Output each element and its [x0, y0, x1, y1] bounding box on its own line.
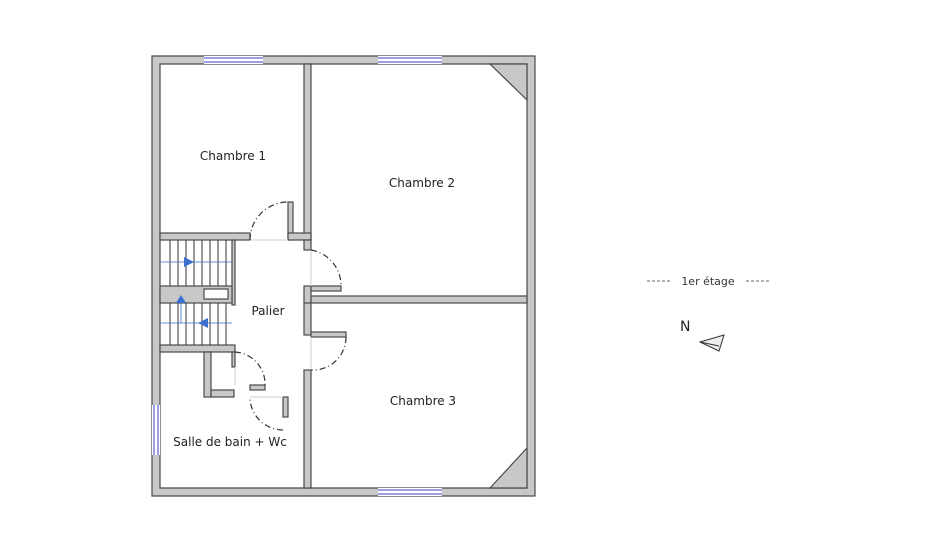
- door-swings: [234, 201, 347, 431]
- stair-arrow-icon: [184, 257, 194, 267]
- corner-duct-bottom: [488, 446, 528, 489]
- outer-walls: [151, 55, 536, 497]
- floor-label: 1er étage: [681, 275, 735, 288]
- north-arrow-icon: [698, 334, 725, 352]
- windows: [152, 56, 442, 496]
- stair-arrow-icon: [176, 295, 186, 303]
- room-label-chambre-2: Chambre 2: [389, 176, 455, 190]
- stair-arrow-icon: [198, 318, 208, 328]
- room-label-chambre-1: Chambre 1: [200, 149, 266, 163]
- door-thresholds: [234, 239, 312, 398]
- staircase: [160, 240, 232, 345]
- room-label-palier: Palier: [251, 304, 284, 318]
- corner-duct-top: [488, 63, 528, 102]
- interior-walls: [159, 63, 528, 489]
- room-label-chambre-3: Chambre 3: [390, 394, 456, 408]
- north-label: N: [680, 319, 690, 335]
- room-label-salle-de-bain: Salle de bain + Wc: [173, 435, 287, 449]
